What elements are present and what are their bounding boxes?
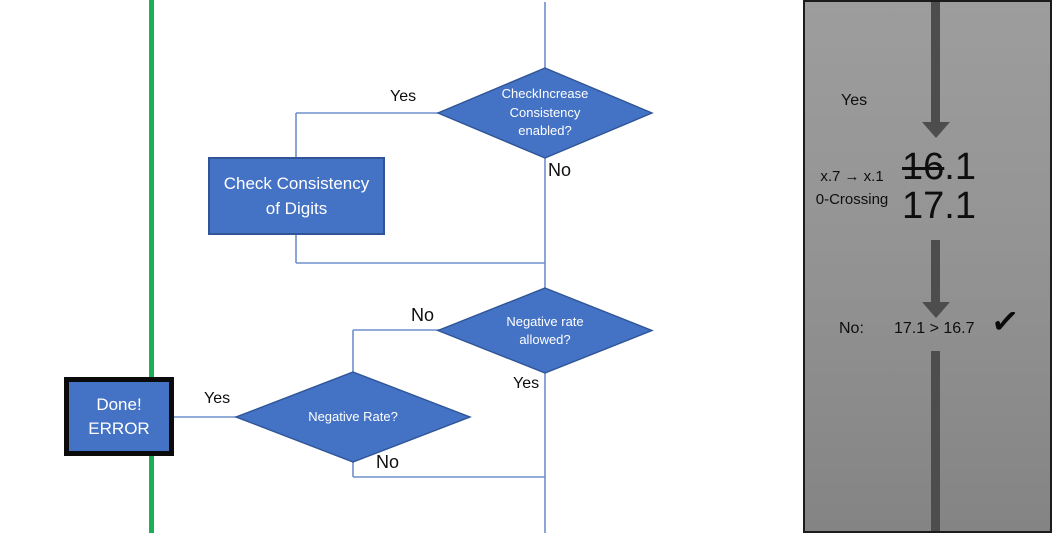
down-arrow-3-icon — [931, 351, 940, 531]
down-arrow-1-icon — [931, 2, 940, 122]
decision-label-negative-rate: Negative Rate? — [308, 408, 398, 424]
edge-label-no-negative-allowed: No — [411, 305, 435, 325]
edge-label-no-check-increase: No — [548, 160, 572, 180]
checkmark-icon: ✓ — [989, 301, 1022, 343]
connector-lines — [172, 2, 546, 533]
down-arrow-1-head-icon — [922, 122, 950, 138]
result-no-label: No: — [839, 320, 864, 337]
decision-diamond-negative-allowed — [436, 287, 654, 374]
decision-diamond-check-increase — [436, 67, 654, 159]
terminator-done-error: Done! ERROR — [64, 377, 174, 456]
decision-diamond-negative-rate — [234, 371, 472, 463]
decision-label-negative-allowed: Negative rate allowed? — [506, 313, 584, 348]
process-check-consistency-of-digits: Check Consistency of Digits — [208, 157, 385, 235]
zero-crossing-note: x.7 → x.1 0-Crossing — [815, 168, 889, 208]
old-value-struck: 16 — [902, 146, 945, 188]
down-arrow-2-head-icon — [922, 302, 950, 318]
panel-yes-label: Yes — [841, 92, 868, 109]
annotation-panel: Yes x.7 → x.1 0-Crossing 16.1 17.1 No: 1… — [803, 0, 1052, 533]
down-arrow-2-icon — [931, 240, 940, 302]
value-comparison-numbers: 16.1 17.1 — [902, 148, 976, 226]
edge-label-no-negative-rate: No — [376, 452, 400, 472]
edge-label-yes-negative-rate: Yes — [204, 390, 231, 407]
new-value: 17.1 — [902, 185, 976, 227]
green-divider-line — [149, 0, 154, 533]
edge-label-yes-negative-allowed: Yes — [513, 375, 540, 392]
old-value: 16.1 — [902, 148, 976, 187]
old-value-tail: .1 — [944, 146, 976, 188]
decision-label-check-increase: CheckIncrease Consistency enabled? — [501, 86, 589, 139]
result-comparison: 17.1 > 16.7 — [894, 320, 975, 337]
edge-label-yes-check-increase: Yes — [390, 88, 417, 105]
